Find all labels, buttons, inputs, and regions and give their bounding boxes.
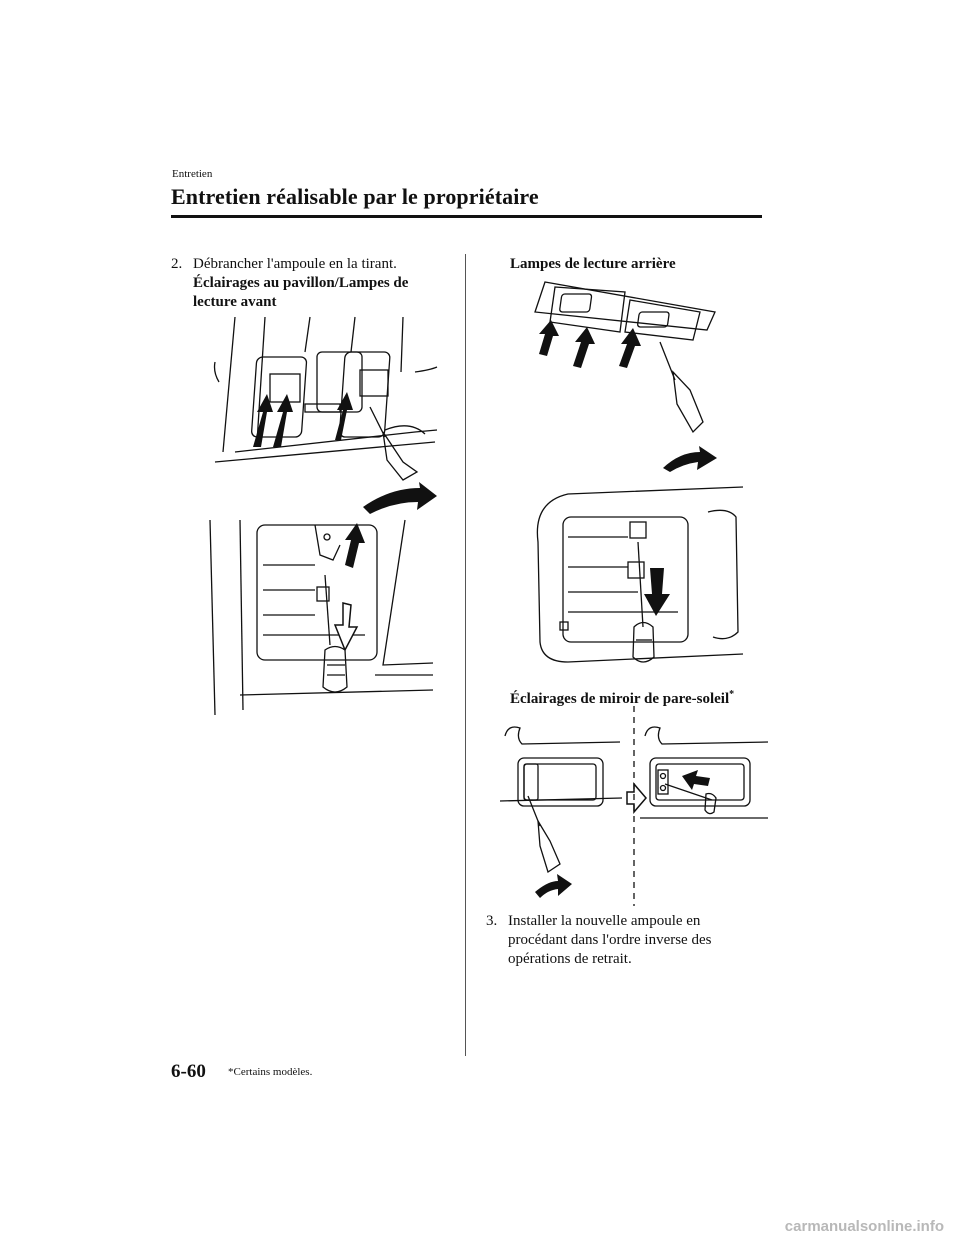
column-divider: [465, 254, 466, 1056]
footnote: *Certains modèles.: [228, 1066, 313, 1078]
step-2-number: 2.: [171, 256, 183, 272]
section-label: Entretien: [172, 168, 213, 180]
certain-models-marker: *: [729, 689, 735, 700]
step-3-number: 3.: [486, 913, 498, 929]
step-3-line1: Installer la nouvelle ampoule en: [508, 913, 701, 929]
watermark: carmanualsonline.info: [784, 1218, 944, 1235]
step-2-text: Débrancher l'ampoule en la tirant.: [193, 256, 397, 272]
subheading-rear-lamps: Lampes de lecture arrière: [510, 256, 676, 272]
figure-front-lamp-bulb-removal: [209, 519, 434, 715]
figure-front-lamp-lens-removal: [213, 316, 438, 514]
step-3-line3: opérations de retrait.: [508, 951, 632, 967]
figure-vanity-mirror-lamp-removal: [500, 706, 769, 906]
page-title: Entretien réalisable par le propriétaire: [171, 184, 539, 209]
subheading-front-lamps-line1: Éclairages au pavillon/Lampes de: [193, 275, 409, 291]
figure-rear-lamp-lens-removal: [534, 281, 717, 472]
figure-rear-lamp-bulb-removal: [536, 486, 744, 663]
header-rule: [171, 215, 762, 218]
step-3-line2: procédant dans l'ordre inverse des: [508, 932, 712, 948]
subheading-front-lamps-line2: lecture avant: [193, 294, 277, 310]
page-number: 6-60: [171, 1061, 206, 1082]
subheading-vanity-mirror-lamps: Éclairages de miroir de pare-soleil*: [510, 689, 735, 707]
